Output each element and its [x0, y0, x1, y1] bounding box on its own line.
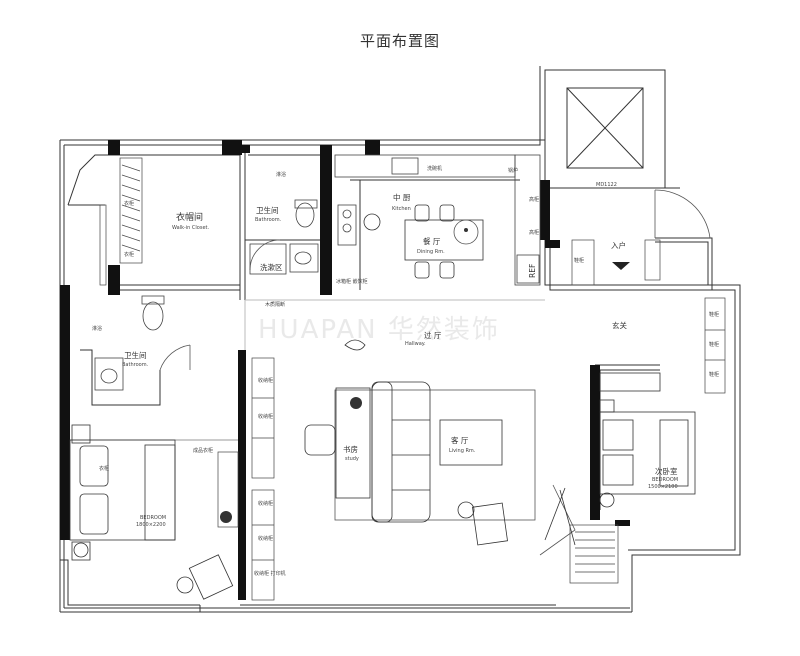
tall-cab2-label: 高柜 — [529, 229, 539, 236]
plant-icons — [220, 228, 468, 523]
watermark: HUAPAN 华然装饰 — [258, 315, 500, 345]
plan-title: 平面布置图 — [359, 33, 440, 50]
room-labels: 衣帽间 Walk-in Closet. 卫生间 Bathroom. 卫生间 Ba… — [122, 192, 678, 528]
entry-arrow-icon — [612, 262, 630, 270]
bath1-label-cn: 卫生间 — [256, 205, 279, 215]
entry-label: 入户 — [611, 240, 626, 250]
beds — [69, 372, 696, 561]
storage-cab2-label: 收纳柜 — [258, 413, 273, 420]
storage-cab4-label: 收纳柜 — [258, 535, 273, 542]
living-label-en: Living Rm. — [449, 448, 476, 454]
kitchen-label-cn: 中 厨 — [393, 192, 411, 202]
dining-label-cn: 餐 厅 — [423, 237, 441, 246]
bath2-label-en: Bathroom. — [122, 362, 149, 368]
fridge-label: REF — [528, 264, 537, 278]
shoe1-label: 鞋柜 — [709, 311, 719, 318]
second-label-size: 1500×2100 — [648, 484, 678, 490]
dining-label-en: Dining Rm. — [417, 249, 445, 255]
closet-cab3-label: 衣柜 — [99, 465, 109, 472]
storage-print-label: 收纳柜 打印机 — [254, 570, 286, 577]
door-code-label: MD1122 — [596, 182, 617, 188]
wood-cab-label: 木质隔断 — [265, 301, 285, 308]
second-label-en: BEDROOM — [652, 477, 678, 483]
laundry-label: 洗漱区 — [260, 262, 283, 272]
cabinets — [217, 239, 726, 601]
fixture-labels: MD1122 REF 淋浴 淋浴 洗碗机 锅炉 高柜 高柜 收纳柜 收纳柜 收纳… — [92, 165, 719, 577]
foyer-label: 玄关 — [612, 320, 627, 330]
boiler-label: 锅炉 — [508, 167, 518, 174]
shower2-label: 淋浴 — [92, 325, 102, 332]
closet-shelving — [99, 157, 143, 286]
dishwasher-label: 洗碗机 — [427, 165, 442, 172]
structural-columns — [60, 140, 630, 600]
second-label-cn: 次卧室 — [655, 466, 678, 476]
bath-fixtures — [94, 154, 541, 391]
storage-cab-label: 收纳柜 — [258, 377, 273, 384]
closet-label-en: Walk-in Closet. — [172, 225, 210, 231]
closet-label-cn: 衣帽间 — [176, 211, 203, 223]
dining-set — [363, 204, 484, 279]
storage-cab3-label: 收纳柜 — [258, 500, 273, 507]
fridge-cab-label: 冰箱柜 嵌饮柜 — [336, 278, 368, 285]
doors — [159, 189, 711, 556]
kitchen-label-en: Kitchen — [392, 206, 411, 212]
living-label-cn: 客 厅 — [451, 435, 469, 445]
bath2-label-cn: 卫生间 — [124, 350, 147, 360]
closet-cab1-label: 衣柜 — [124, 200, 134, 207]
master-label-en: BEDROOM — [140, 515, 166, 521]
shoe2-label: 鞋柜 — [709, 341, 719, 348]
bath1-label-en: Bathroom. — [255, 217, 282, 223]
shoe3-label: 鞋柜 — [709, 371, 719, 378]
living-furniture — [176, 339, 536, 600]
hallway-label-cn: 过 厅 — [424, 330, 442, 340]
tall-cab-label: 高柜 — [529, 196, 539, 203]
master-label-size: 1800×2200 — [136, 522, 166, 528]
shoe4-label: 鞋柜 — [574, 257, 584, 264]
shower-label: 淋浴 — [276, 171, 286, 178]
hallway-label-en: Hallway. — [405, 341, 426, 347]
study-label-en: study — [345, 456, 359, 462]
finished-cab-label: 成品衣柜 — [193, 447, 213, 454]
closet-cab2-label: 衣柜 — [124, 251, 134, 258]
study-label-cn: 书房 — [343, 444, 358, 454]
